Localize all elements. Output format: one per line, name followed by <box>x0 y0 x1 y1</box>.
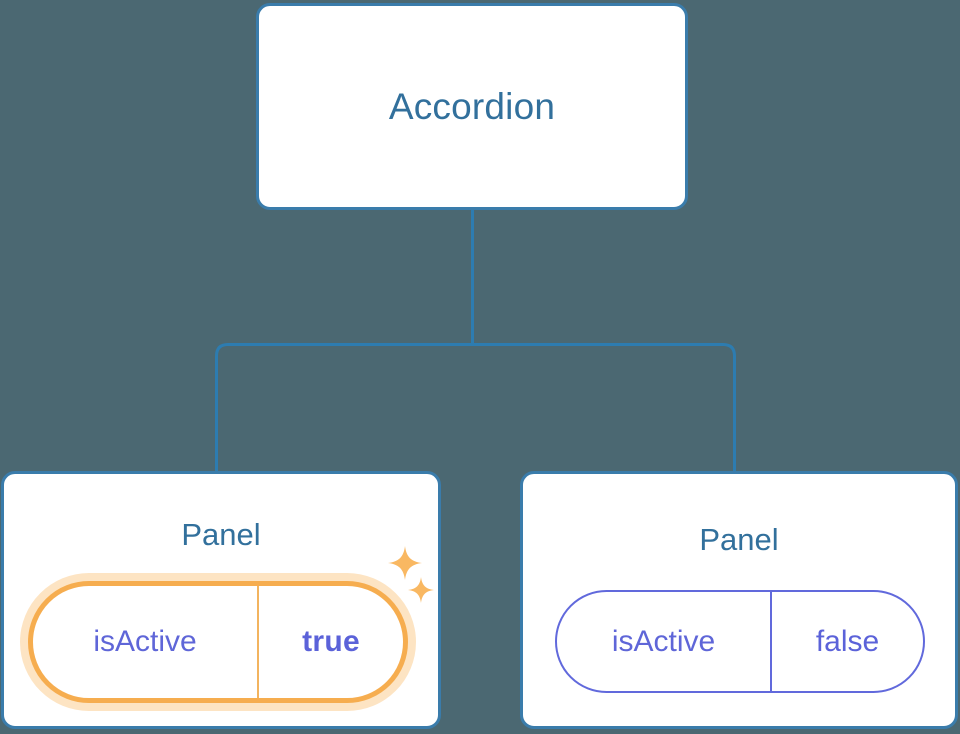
tree-node-accordion[interactable]: Accordion <box>256 3 688 210</box>
panel-left-title: Panel <box>181 517 261 552</box>
prop-key-label: isActive <box>93 625 197 658</box>
root-node-title: Accordion <box>388 86 556 127</box>
prop-pill-isactive-false[interactable]: isActive false <box>555 590 925 693</box>
sparkle-large-icon <box>388 546 422 580</box>
prop-value-label: true <box>257 586 403 698</box>
sparkle-small-icon <box>408 577 434 603</box>
prop-value-label: false <box>770 592 923 691</box>
prop-pill-isactive-true[interactable]: isActive true <box>28 581 408 703</box>
panel-right-title: Panel <box>699 522 779 557</box>
connector-branch-bar <box>215 343 736 471</box>
prop-key-label: isActive <box>611 624 716 658</box>
